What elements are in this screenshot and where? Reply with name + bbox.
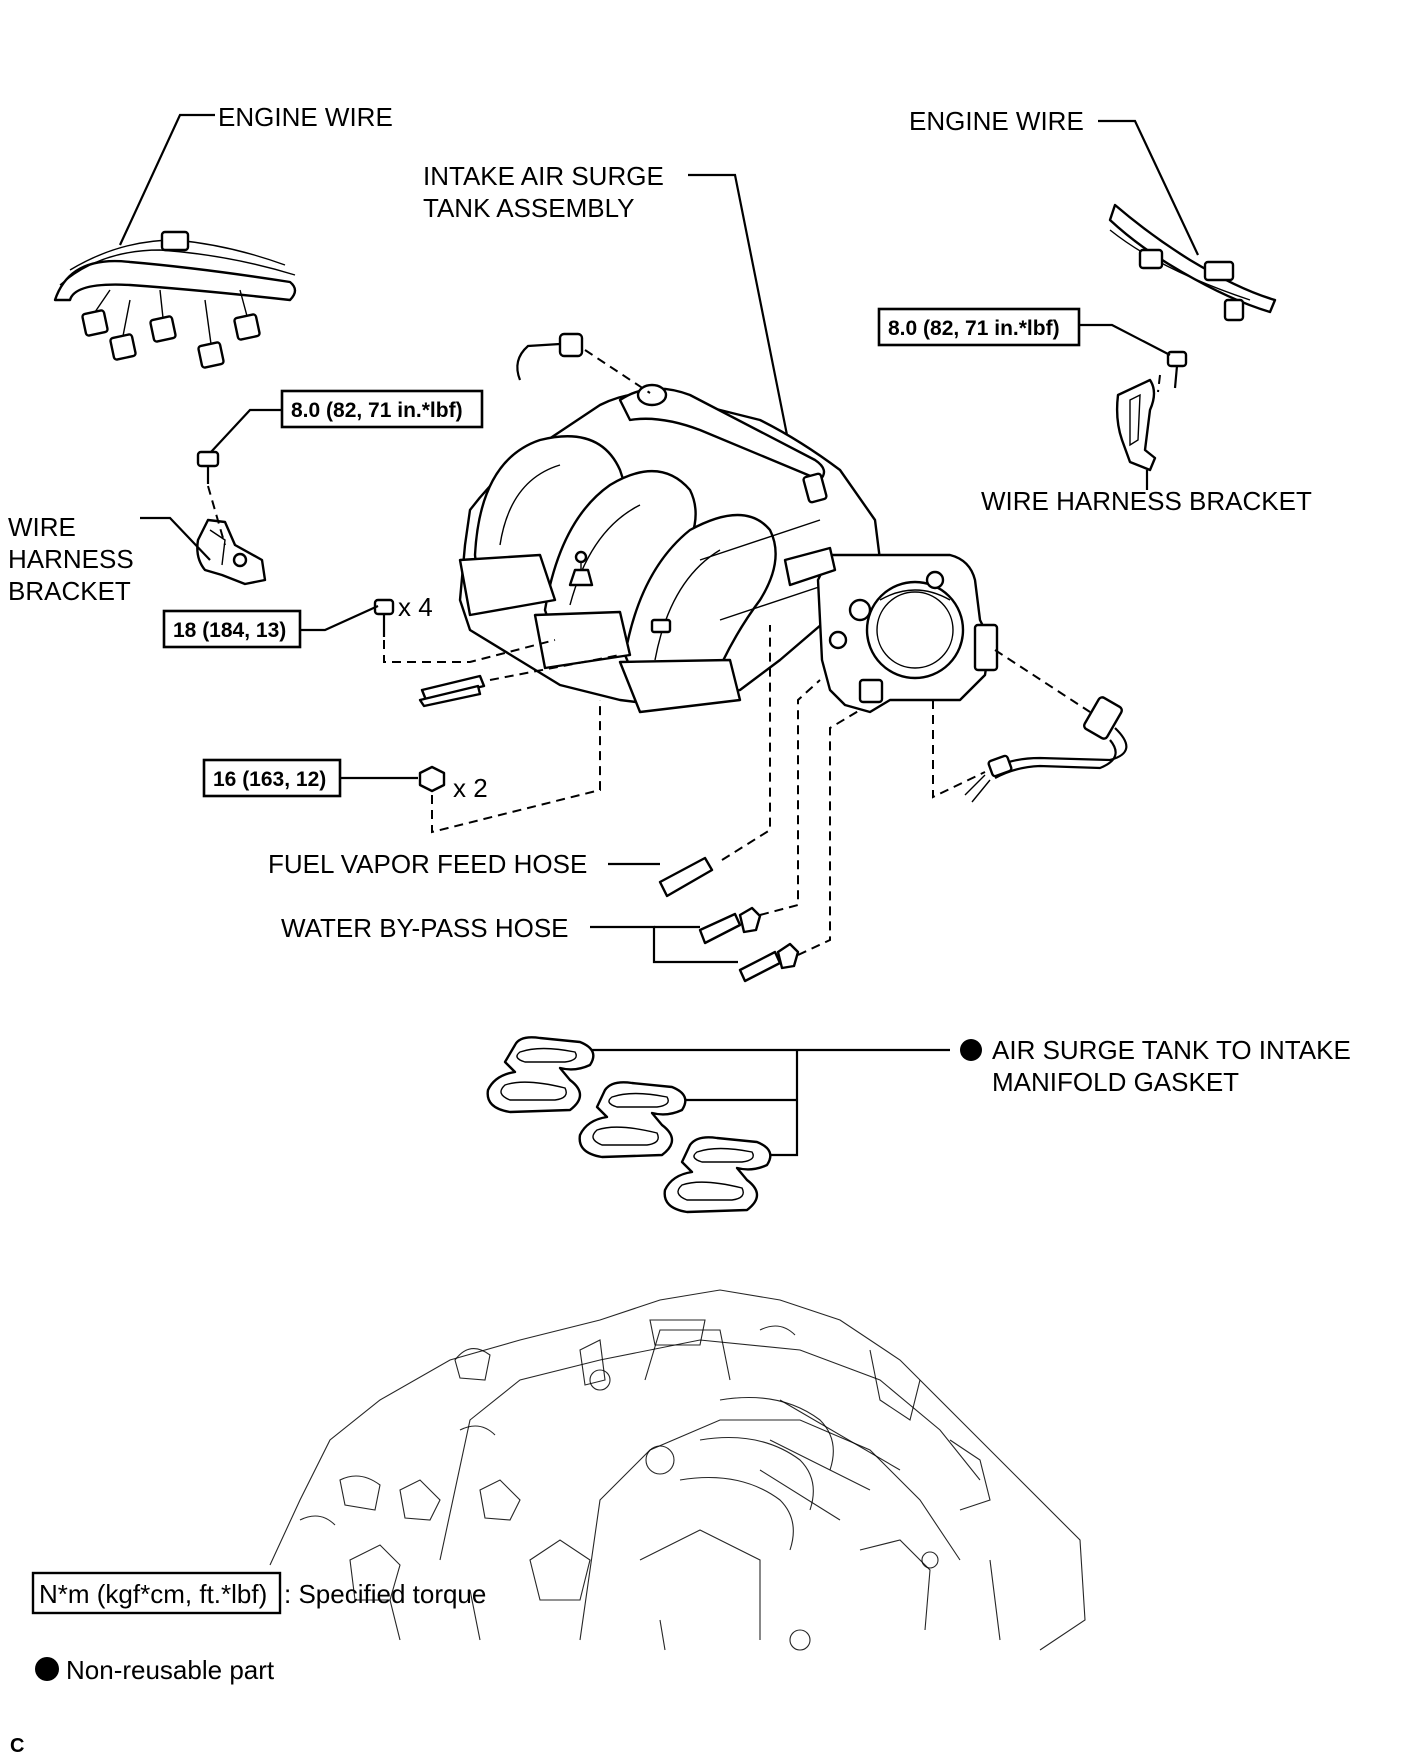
water-bypass-hose-part — [590, 679, 861, 983]
label-bolt-quantity: x 4 — [398, 592, 433, 622]
wire-harness-bracket-left-part — [140, 450, 267, 586]
engine-block-illustration — [269, 1289, 1086, 1651]
label-intake-air-surge-line2: TANK ASSEMBLY — [423, 193, 634, 223]
legend-torque-desc: : Specified torque — [284, 1579, 486, 1609]
sensor-connector-part — [516, 332, 651, 394]
torque-value-surge-tank-bolt: 18 (184, 13) — [173, 619, 286, 642]
surge-tank-nuts-part — [418, 700, 601, 834]
non-reusable-mark-legend — [35, 1657, 59, 1681]
engine-wire-right-part — [1098, 119, 1277, 322]
torque-value-right-bracket: 8.0 (82, 71 in.*lbf) — [888, 317, 1060, 340]
torque-value-left-bracket: 8.0 (82, 71 in.*lbf) — [291, 399, 463, 422]
intake-air-surge-tank-part — [458, 173, 882, 714]
legend-non-reusable: Non-reusable part — [66, 1655, 275, 1685]
engine-wire-left-part — [53, 113, 297, 369]
label-intake-air-surge-line1: INTAKE AIR SURGE — [423, 161, 664, 191]
torque-box-right-bracket: 8.0 (82, 71 in.*lbf) — [877, 307, 1171, 356]
torque-box-surge-tank-bolt: 18 (184, 13) — [162, 604, 379, 649]
torque-box-left-bracket: 8.0 (82, 71 in.*lbf) — [210, 389, 484, 453]
legend-torque-box — [31, 1571, 282, 1615]
label-wire-harness-bracket-left-3: BRACKET — [8, 576, 131, 606]
label-engine-wire-right: ENGINE WIRE — [909, 106, 1084, 136]
label-engine-wire-left: ENGINE WIRE — [218, 102, 393, 132]
throttle-harness-part — [932, 696, 1128, 803]
label-wire-harness-bracket-left-1: WIRE — [8, 512, 76, 542]
torque-box-surge-tank-nut: 16 (163, 12) — [202, 758, 418, 798]
wire-harness-bracket-right-part — [1115, 350, 1188, 490]
label-fuel-vapor-feed-hose: FUEL VAPOR FEED HOSE — [268, 849, 587, 879]
label-gasket-line1: AIR SURGE TANK TO INTAKE — [992, 1035, 1351, 1065]
label-water-bypass-hose: WATER BY-PASS HOSE — [281, 913, 569, 943]
air-surge-tank-gasket-part — [486, 1036, 982, 1214]
label-nut-quantity: x 2 — [453, 773, 488, 803]
label-wire-harness-bracket-left-2: HARNESS — [8, 544, 134, 574]
footer-code: C — [10, 1735, 24, 1757]
legend: N*m (kgf*cm, ft.*lbf) : Specified torque… — [31, 1571, 486, 1685]
legend-torque-unit: N*m (kgf*cm, ft.*lbf) — [39, 1579, 267, 1609]
non-reusable-mark-gasket — [960, 1039, 982, 1061]
torque-value-surge-tank-nut: 16 (163, 12) — [213, 768, 326, 791]
throttle-body-part — [783, 546, 1091, 714]
label-gasket-line2: MANIFOLD GASKET — [992, 1067, 1239, 1097]
label-wire-harness-bracket-right: WIRE HARNESS BRACKET — [981, 486, 1312, 516]
fuel-vapor-feed-hose-part — [608, 625, 771, 898]
